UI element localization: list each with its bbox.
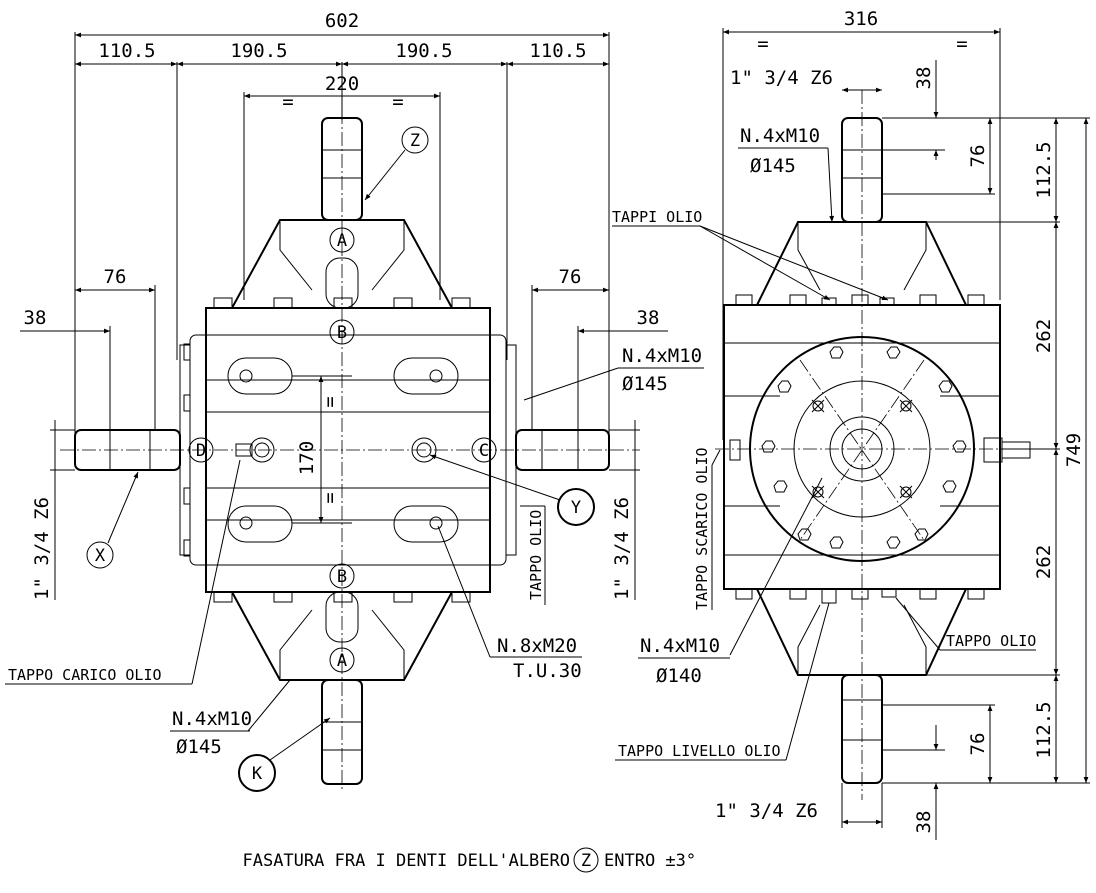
dim-38-side-bottom: 38 xyxy=(913,811,935,834)
front-centerlines xyxy=(60,110,640,790)
note-bolts-flange-dia: Ø140 xyxy=(656,665,702,687)
footer-note-tolerance: ENTRO ±3° xyxy=(604,851,696,871)
letter-a-bottom: A xyxy=(337,651,347,671)
side-view: 316 = = 1" 3/4 Z6 xyxy=(612,8,1090,840)
dim-190-5-right: 190.5 xyxy=(395,40,452,62)
front-view: 602 110.5 190.5 190.5 110.5 220 = = xyxy=(5,10,704,792)
dim-76-right: 76 xyxy=(559,266,582,288)
front-housing: 170 = = xyxy=(179,219,517,681)
front-notes: N.4xM10 Ø145 TAPPO OLIO N.8xM20 T.U.30 T… xyxy=(5,345,704,758)
note-bolts-top: N.4xM10 xyxy=(740,125,820,147)
note-bolts-body: N.8xM20 xyxy=(497,635,577,657)
front-right-shaft-dims: 76 38 1" 3/4 Z6 xyxy=(531,266,668,600)
note-bolts-top-dia: Ø145 xyxy=(750,155,796,177)
dim-262-bottom: 262 xyxy=(1033,545,1055,579)
dim-38-side-top: 38 xyxy=(913,67,935,90)
letter-b-bottom: B xyxy=(337,567,347,587)
dim-eq-170-top: = xyxy=(319,396,341,407)
note-bolts-right: N.4xM10 xyxy=(622,345,702,367)
dim-220: 220 xyxy=(325,73,359,95)
dim-76-side-top: 76 xyxy=(967,145,989,168)
dim-38-right: 38 xyxy=(637,307,660,329)
front-top-dimensions: 602 110.5 190.5 190.5 110.5 220 = = xyxy=(74,10,610,440)
callout-k: K xyxy=(252,764,263,784)
side-centerlines xyxy=(715,90,1050,800)
dim-170: 170 xyxy=(296,441,318,475)
note-tappo-carico: TAPPO CARICO OLIO xyxy=(8,666,162,684)
dim-602: 602 xyxy=(325,10,359,32)
front-letter-markers: A B B A D C xyxy=(188,227,497,673)
dim-749: 749 xyxy=(1063,433,1085,467)
side-notes: N.4xM10 Ø145 TAPPI OLIO TAPPO SCARICO OL… xyxy=(612,125,1036,761)
note-tappo-olio-front: TAPPO OLIO xyxy=(527,510,545,600)
dim-38-left: 38 xyxy=(24,307,47,329)
shaft-spec-bottom: 1" 3/4 Z6 xyxy=(715,800,818,822)
letter-c: C xyxy=(479,441,489,461)
note-tappo-scarico: TAPPO SCARICO OLIO xyxy=(693,447,711,610)
dim-76-side-bottom: 76 xyxy=(967,733,989,756)
callout-y: Y xyxy=(571,498,581,518)
dim-110-5-left: 110.5 xyxy=(98,40,155,62)
note-tappo-livello: TAPPO LIVELLO OLIO xyxy=(618,742,781,760)
front-callouts: Z X Y K xyxy=(86,126,595,792)
front-left-shaft-dims: 76 38 1" 3/4 Z6 xyxy=(20,266,156,600)
note-bolts-bottom-dia: Ø145 xyxy=(176,736,222,758)
flange-hex-bolts xyxy=(761,346,967,549)
dim-eq-170-bottom: = xyxy=(319,492,341,503)
letter-d: D xyxy=(196,441,206,461)
dim-eq-right: = xyxy=(392,91,403,113)
callout-z: Z xyxy=(410,131,420,151)
dim-112-5-bottom: 112.5 xyxy=(1033,701,1055,758)
side-top-dimensions: 316 = = 1" 3/4 Z6 xyxy=(722,8,1001,440)
dim-316: 316 xyxy=(844,8,878,30)
footer-note: FASATURA FRA I DENTI DELL'ALBERO Z ENTRO… xyxy=(242,847,696,873)
note-bolts-bottom: N.4xM10 xyxy=(172,708,252,730)
dim-eq-side-left: = xyxy=(757,33,768,55)
shaft-spec-top: 1" 3/4 Z6 xyxy=(730,67,833,89)
footer-note-z: Z xyxy=(581,851,591,871)
note-tappi-olio: TAPPI OLIO xyxy=(612,208,702,226)
dim-76-left: 76 xyxy=(104,266,127,288)
dim-110-5-right: 110.5 xyxy=(529,40,586,62)
note-tappo-olio-side: TAPPO OLIO xyxy=(946,632,1036,650)
dim-eq-side-right: = xyxy=(956,33,967,55)
dim-eq-left: = xyxy=(282,91,293,113)
footer-note-text: FASATURA FRA I DENTI DELL'ALBERO xyxy=(242,851,570,871)
shaft-spec-left: 1" 3/4 Z6 xyxy=(31,497,53,600)
shaft-spec-right: 1" 3/4 Z6 xyxy=(611,497,633,600)
note-bolts-body-depth: T.U.30 xyxy=(513,660,582,682)
dim-112-5-top: 112.5 xyxy=(1033,141,1055,198)
note-bolts-flange: N.4xM10 xyxy=(640,635,720,657)
letter-a-top: A xyxy=(337,231,347,251)
side-right-dimensions: 112.5 262 262 112.5 749 38 76 76 38 1" xyxy=(715,60,1090,840)
dim-190-5-left: 190.5 xyxy=(230,40,287,62)
dim-262-top: 262 xyxy=(1033,319,1055,353)
note-bolts-right-dia: Ø145 xyxy=(622,373,668,395)
letter-b-top: B xyxy=(337,323,347,343)
callout-x: X xyxy=(95,546,106,566)
side-housing xyxy=(723,221,1031,676)
